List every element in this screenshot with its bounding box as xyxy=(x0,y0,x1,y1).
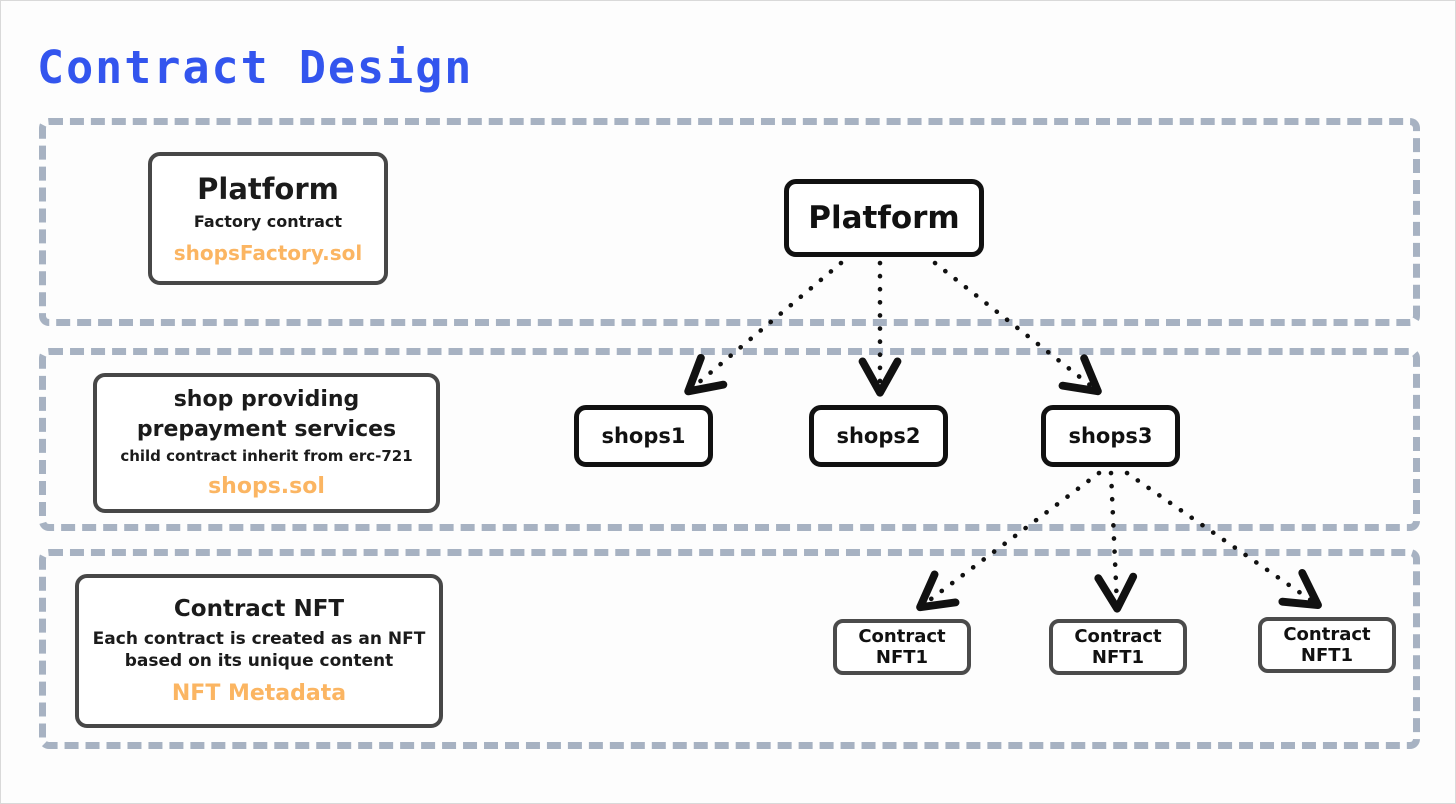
legend-platform-title: Platform xyxy=(197,171,339,206)
legend-platform-subtitle: Factory contract xyxy=(193,212,343,232)
legend-shops-title-line1: shop providing xyxy=(173,386,360,412)
legend-nft-subtitle-line2: based on its unique content xyxy=(124,650,394,671)
band-nft-layer xyxy=(39,549,1420,749)
node-shops1[interactable]: shops1 xyxy=(574,405,713,467)
legend-platform-file: shopsFactory.sol xyxy=(173,241,363,266)
legend-card-nft: Contract NFT Each contract is created as… xyxy=(75,574,443,728)
legend-card-shops: shop providing prepayment services child… xyxy=(93,373,440,513)
node-contract-nft-1[interactable]: Contract NFT1 xyxy=(833,619,971,675)
legend-nft-file: NFT Metadata xyxy=(171,680,347,706)
legend-card-platform: Platform Factory contract shopsFactory.s… xyxy=(148,152,388,285)
node-contract-nft-3[interactable]: Contract NFT1 xyxy=(1258,617,1396,673)
node-shops3[interactable]: shops3 xyxy=(1041,405,1180,467)
legend-shops-title-line2: prepayment services xyxy=(136,416,397,442)
page-title: Contract Design xyxy=(37,41,474,94)
legend-nft-title: Contract NFT xyxy=(173,596,345,623)
legend-shops-subtitle: child contract inherit from erc-721 xyxy=(120,446,413,465)
node-platform[interactable]: Platform xyxy=(784,179,984,257)
node-contract-nft-2[interactable]: Contract NFT1 xyxy=(1049,619,1187,675)
legend-nft-subtitle-line1: Each contract is created as an NFT xyxy=(92,629,426,650)
legend-shops-file: shops.sol xyxy=(208,474,325,500)
node-shops2[interactable]: shops2 xyxy=(809,405,948,467)
